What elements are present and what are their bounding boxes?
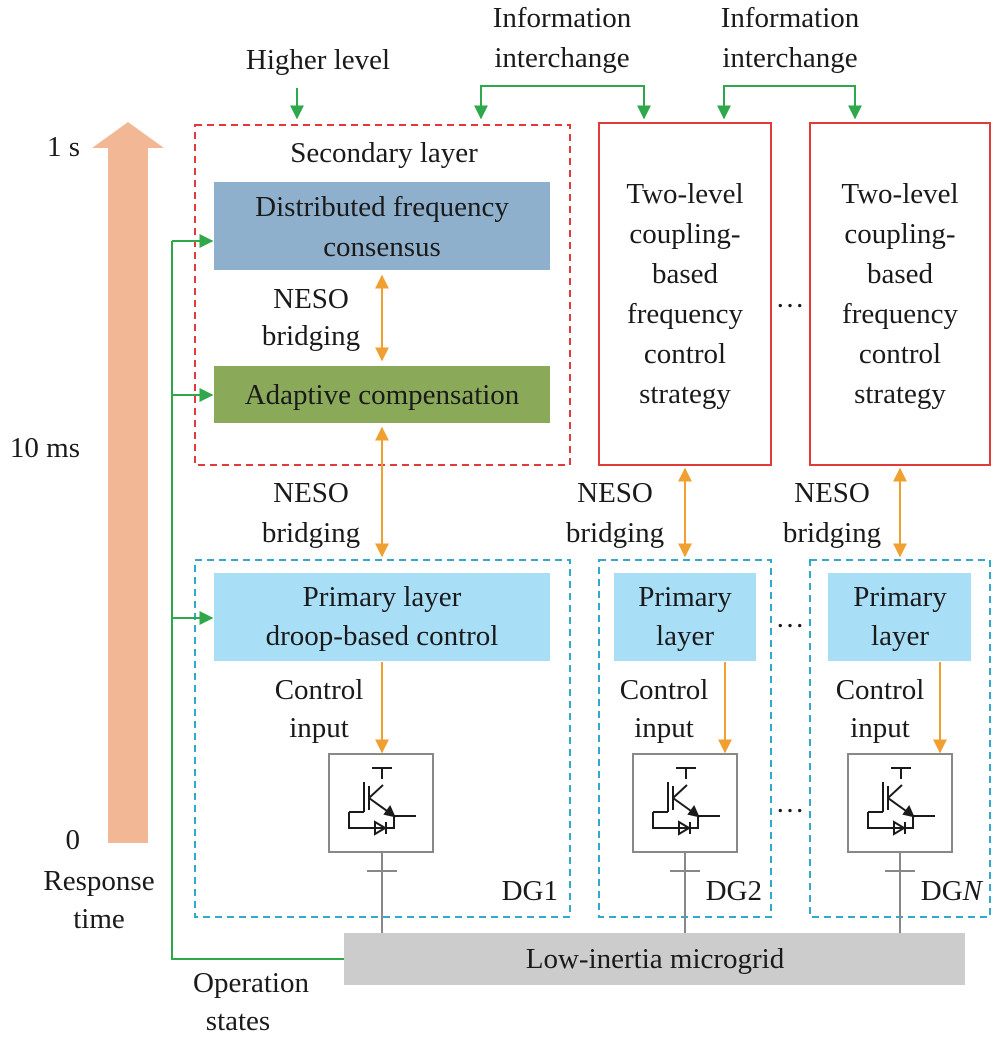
ellipsis-strategy: … [776, 282, 805, 314]
neso-inner-line1: NESO [273, 283, 349, 315]
neso-mid-1-line2: bridging [262, 517, 360, 549]
strategy-2-line3: based [867, 258, 934, 290]
operation-states-line1: Operation [193, 967, 309, 999]
info-interchange-1-line1: Information [493, 2, 632, 34]
operation-states-line2: states [206, 1005, 270, 1037]
dg1-primary-line2: droop-based control [266, 620, 499, 652]
neso-inner-line2: bridging [262, 320, 360, 352]
tick-0: 0 [66, 824, 81, 856]
axis-label-line2: time [73, 903, 125, 935]
dg2-name: DG2 [706, 875, 762, 907]
neso-mid-3-line2: bridging [783, 517, 881, 549]
strategy-2-line5: control [859, 338, 941, 370]
strategy-2-line1: Two-level [841, 178, 958, 210]
distributed-consensus-box [214, 182, 550, 270]
neso-mid-2-line2: bridging [566, 517, 664, 549]
dg1-name: DG1 [502, 875, 558, 907]
higher-level-label: Higher level [246, 44, 390, 76]
dgn-primary-box [828, 573, 971, 661]
info-interchange-2-arrow [717, 85, 862, 120]
info-interchange-2-line2: interchange [722, 42, 857, 74]
response-time-arrow [92, 122, 164, 843]
microgrid-label: Low-inertia microgrid [526, 943, 785, 975]
info-interchange-1-line2: interchange [494, 42, 629, 74]
dg2-control-line1: Control [620, 674, 709, 706]
dgn-control-line2: input [850, 712, 910, 744]
dgn-name: DGN [921, 875, 984, 907]
info-interchange-1-arrow [474, 85, 651, 120]
axis-label-line1: Response [43, 865, 154, 897]
dgn-primary-line2: layer [871, 620, 929, 652]
dgn-control-line1: Control [836, 674, 925, 706]
dg2-igbt-icon [632, 753, 738, 853]
dg2-control-line2: input [634, 712, 694, 744]
dgn-igbt-icon [847, 753, 953, 853]
tick-1s: 1 s [47, 131, 80, 163]
info-interchange-2-line1: Information [721, 2, 860, 34]
dg1-control-line2: input [289, 712, 349, 744]
neso-mid-3-line1: NESO [794, 477, 870, 509]
dg1-igbt-icon [328, 753, 434, 853]
tick-10ms: 10 ms [10, 432, 80, 464]
dg1-control-line1: Control [275, 674, 364, 706]
strategy-2-line4: frequency [842, 298, 958, 330]
dg2-primary-box [614, 573, 756, 661]
ellipsis-primary: … [776, 602, 805, 634]
adaptive-compensation-label: Adaptive compensation [245, 379, 520, 411]
dg2-primary-line1: Primary [638, 581, 732, 613]
distributed-consensus-line1: Distributed frequency [255, 191, 509, 223]
dg2-primary-line2: layer [656, 620, 714, 652]
operation-states-line [171, 241, 344, 960]
ellipsis-igbt: … [776, 787, 805, 819]
microgrid-bar [344, 933, 965, 985]
distributed-consensus-line2: consensus [323, 231, 441, 263]
strategy-box-1 [598, 122, 772, 466]
strategy-1-line3: based [652, 258, 719, 290]
adaptive-compensation-box [214, 366, 550, 423]
strategy-2-line2: coupling- [844, 218, 955, 250]
strategy-1-line5: control [644, 338, 726, 370]
neso-mid-1-line1: NESO [273, 477, 349, 509]
strategy-1-line6: strategy [639, 378, 731, 410]
dgn-primary-line1: Primary [853, 581, 947, 613]
strategy-1-line1: Two-level [626, 178, 743, 210]
strategy-1-line4: frequency [627, 298, 743, 330]
strategy-2-line6: strategy [854, 378, 946, 410]
neso-mid-2-line1: NESO [577, 477, 653, 509]
secondary-layer-title: Secondary layer [290, 137, 478, 169]
dg1-primary-line1: Primary layer [303, 581, 462, 613]
dg1-primary-box [214, 573, 550, 661]
dg1-frame [194, 559, 571, 918]
strategy-box-2 [809, 122, 991, 466]
strategy-1-line2: coupling- [629, 218, 740, 250]
